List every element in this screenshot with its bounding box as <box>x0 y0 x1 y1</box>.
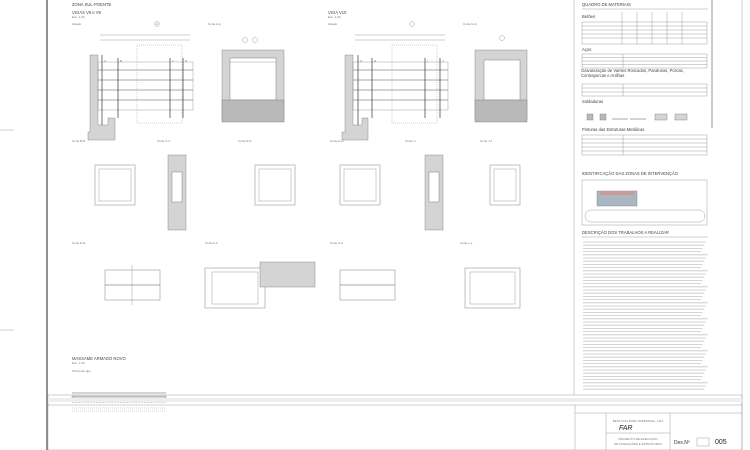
client-name: BEST FULLRISE UNIPESSOAL, LDA <box>613 419 663 423</box>
section-label: Corte I-I <box>405 139 416 143</box>
galvanization-heading: Galvanização de Varões Roscados, Parafus… <box>581 69 684 78</box>
group1-scale: Esc. 1:20 <box>72 15 85 19</box>
svg-text:C: C <box>172 59 175 63</box>
galvanization-table <box>581 83 708 97</box>
group1-elevation-label: Alçado <box>72 22 82 26</box>
svg-text:H: H <box>374 59 376 63</box>
group2-scale: Esc. 1:20 <box>328 15 341 19</box>
svg-text:D: D <box>185 59 188 63</box>
group2-elevation-label: Alçado <box>328 22 338 26</box>
steel-table <box>581 53 708 69</box>
massame-title: MASSAME ARMADO NOVO <box>72 356 126 361</box>
welding-symbols <box>586 113 688 121</box>
section-a-a <box>221 37 285 123</box>
project-title: PROJECTO DE EXECUÇÃO <box>619 436 659 441</box>
steel-heading: Aços <box>582 47 591 52</box>
svg-text:A: A <box>104 59 106 63</box>
section-label: Corte L-L <box>460 241 473 245</box>
section-label: Corte C-C <box>157 139 171 143</box>
concrete-table <box>581 12 708 45</box>
section-label: Corte D-D <box>238 139 252 143</box>
welding-heading: Soldaduras <box>582 99 603 104</box>
section-label: Corte B-B <box>72 139 85 143</box>
drawing-label: Des.Nº <box>674 440 690 446</box>
drawing-number: 005 <box>715 439 727 446</box>
section-label: Corte F-F <box>205 241 218 245</box>
svg-text:B: B <box>120 59 122 63</box>
zone-title: ZONA SUL-POENTE <box>72 2 112 7</box>
section-label: Corte K-K <box>330 241 343 245</box>
group2-title: VIGA V10 <box>328 10 347 15</box>
elevation-v10: G H I J <box>341 21 449 141</box>
section-label: Corte H-H <box>330 139 344 143</box>
section-label: Corte J-J <box>480 139 493 143</box>
section-g-g <box>474 35 528 123</box>
works-title: DESCRIÇÃO DOS TRABALHOS A REALIZAR <box>582 230 669 235</box>
row3-sections: Corte D-E Corte F-F Corte K-K Corte L-L <box>72 241 521 309</box>
project-title-line2: DE FUNDAÇÕES E ESTRUTURAS <box>614 441 662 446</box>
works-description-text <box>583 241 708 390</box>
group1-title: VIGAS V8 e V9 <box>72 10 102 15</box>
title-block: FAR BEST FULLRISE UNIPESSOAL, LDA PROJEC… <box>47 394 743 450</box>
svg-text:E: E <box>156 22 158 26</box>
painting-table <box>581 134 708 156</box>
zones-plan <box>581 179 708 226</box>
massame-scale: Esc. 1:20 <box>72 361 85 365</box>
painting-heading: Pinturas das Estruturas Metálicas <box>582 127 644 132</box>
massame-detail-label: Pormenor tipo <box>72 369 91 373</box>
group1-section-label: Corte A-A <box>208 22 221 26</box>
firm-logo: FAR <box>619 425 632 432</box>
svg-text:I: I <box>427 59 428 63</box>
row2-sections: Corte B-B Corte C-C Corte D-D Corte H-H … <box>72 139 521 231</box>
svg-text:J: J <box>442 59 444 63</box>
concrete-heading: Betões <box>582 14 595 19</box>
elevation-v8-v9: A B C D E <box>87 21 194 141</box>
materials-title: QUADRO DE MATERIAIS <box>582 2 631 7</box>
svg-text:G: G <box>360 59 363 63</box>
group2-section-label: Corte G-G <box>463 22 478 26</box>
zones-title: IDENTIFICAÇÃO DAS ZONAS DE INTERVENÇÃO <box>582 171 679 176</box>
section-label: Corte D-E <box>72 241 85 245</box>
